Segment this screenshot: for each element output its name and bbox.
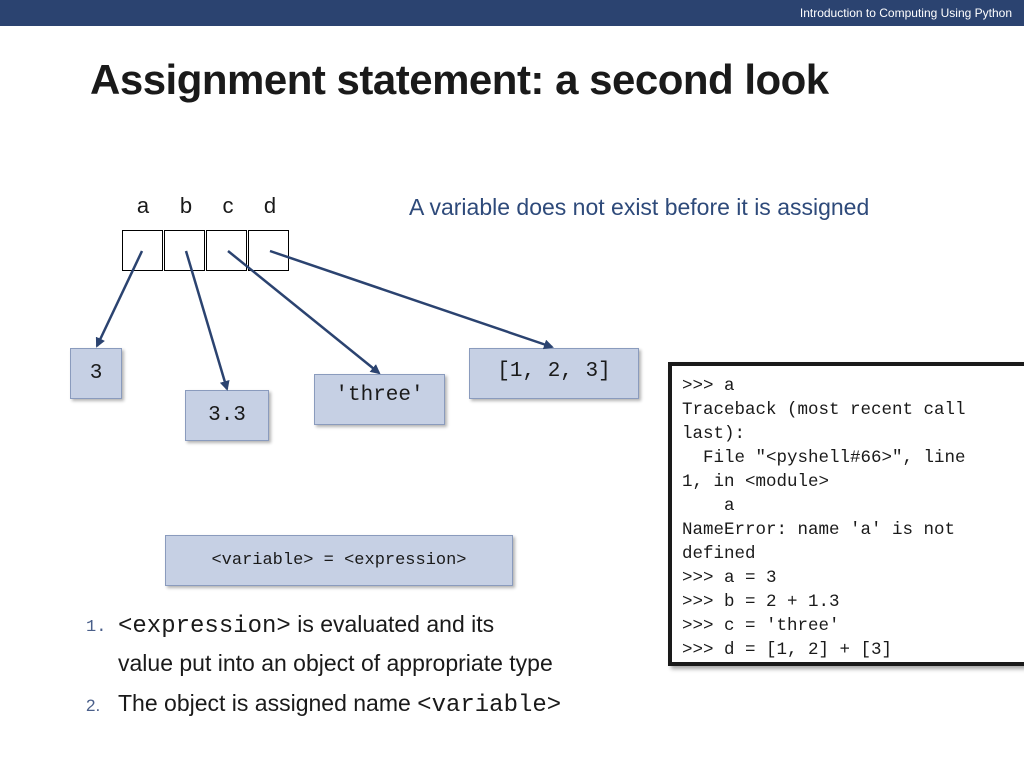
shell-line: Traceback (most recent call (682, 400, 966, 420)
shell-line: >>> a = 3 (682, 568, 777, 588)
python-shell: >>> a Traceback (most recent call last):… (668, 362, 1024, 666)
shell-line: NameError: name 'a' is not (682, 520, 956, 540)
arrow-b (184, 250, 230, 391)
course-title: Introduction to Computing Using Python (799, 6, 1012, 20)
shell-line: defined (682, 544, 756, 564)
arrow-c (227, 250, 381, 375)
step-text: is evaluated and its (290, 611, 495, 637)
variable-cell-b (164, 230, 205, 271)
step-code: <variable> (417, 692, 562, 719)
variable-label-a: a (136, 193, 150, 218)
arrow-d (269, 249, 554, 350)
object-int-3: 3 (70, 348, 122, 399)
diagram-subtitle: A variable does not exist before it is a… (409, 194, 870, 220)
variable-label-c: c (222, 193, 234, 218)
variable-label-b: b (179, 193, 193, 218)
step-number: 2. (86, 696, 101, 715)
step-1: 1. <expression> is evaluated and its val… (86, 606, 656, 681)
variable-cell-d (248, 230, 289, 271)
variable-label-d: d (263, 193, 277, 218)
shell-line: a (682, 496, 735, 516)
variable-cell-c (206, 230, 247, 271)
step-number: 1. (86, 618, 107, 637)
shell-line: File "<pyshell#66>", line (682, 448, 966, 468)
shell-line: >>> b = 2 + 1.3 (682, 592, 840, 612)
header-bar: Introduction to Computing Using Python (0, 0, 1024, 26)
slide-title: Assignment statement: a second look (90, 56, 829, 103)
assignment-syntax-box: <variable> = <expression> (165, 535, 513, 586)
steps-list: 1. <expression> is evaluated and its val… (86, 606, 656, 724)
shell-line: >>> c = 'three' (682, 616, 840, 636)
shell-line: >>> a (682, 376, 735, 396)
object-list: [1, 2, 3] (469, 348, 639, 399)
step-code: <expression> (118, 613, 291, 640)
shell-line: 1, in <module> (682, 472, 830, 492)
arrow-a (95, 250, 144, 348)
shell-line: last): (682, 424, 746, 444)
step-text: value put into an object of appropriate … (118, 650, 553, 676)
step-2: 2. The object is assigned name <variable… (86, 685, 656, 724)
variable-cell-a (122, 230, 163, 271)
object-string-three: 'three' (314, 374, 445, 425)
object-float-3-3: 3.3 (185, 390, 269, 441)
shell-line: >>> d = [1, 2] + [3] (682, 640, 893, 660)
step-text: The object is assigned name (118, 690, 418, 716)
